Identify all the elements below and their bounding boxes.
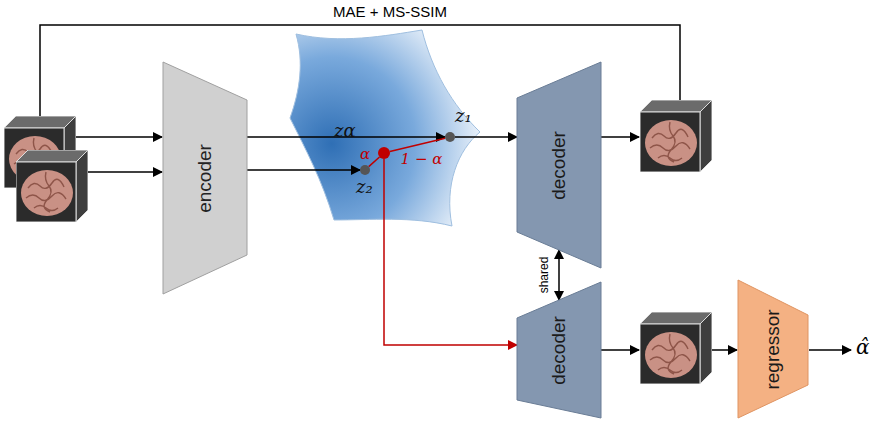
block-label: encoder: [195, 144, 216, 213]
reconstructed-volume: [640, 100, 712, 172]
decoder-block: decoder: [517, 282, 601, 418]
output-arrow: [601, 136, 639, 138]
block-shape: [163, 62, 247, 294]
latent-point: z₂: [360, 165, 370, 175]
latent-point: z₁: [445, 132, 455, 142]
connector: [247, 169, 360, 171]
connector: [390, 138, 445, 151]
connector: [384, 159, 517, 345]
latent-label: zα: [334, 121, 356, 141]
connector: [455, 136, 517, 138]
input-arrow: [76, 136, 162, 138]
decoder-block: decoder: [517, 62, 601, 268]
block-label: decoder: [549, 316, 570, 385]
latent-manifold: [290, 30, 480, 226]
prediction-arrow: [809, 349, 851, 351]
latent-label: z₂: [356, 177, 373, 197]
block-shape: [517, 282, 601, 418]
edge-label: α: [360, 146, 370, 163]
loss-label: MAE + MS-SSIM: [330, 4, 450, 21]
block-shape: [738, 280, 808, 418]
edge-label: 1 − α: [401, 151, 443, 168]
regressor-input-arrow: [712, 349, 737, 351]
prediction-label: α̂: [856, 336, 870, 358]
encoder-block: encoder: [163, 62, 247, 294]
block-label: regressor: [763, 309, 784, 389]
interpolated-volume: [640, 312, 712, 384]
regressor-block: regressor: [738, 280, 808, 418]
block-label: decoder: [549, 131, 570, 200]
edge-label: shared: [538, 256, 551, 295]
connector: [558, 250, 560, 300]
output-arrow: [601, 349, 639, 351]
block-shape: [517, 62, 601, 268]
interpolated-point: zα: [378, 147, 390, 159]
connector: [369, 157, 380, 167]
input-volume: [16, 150, 88, 222]
input-arrow: [88, 171, 162, 173]
latent-label: z₁: [455, 106, 472, 126]
